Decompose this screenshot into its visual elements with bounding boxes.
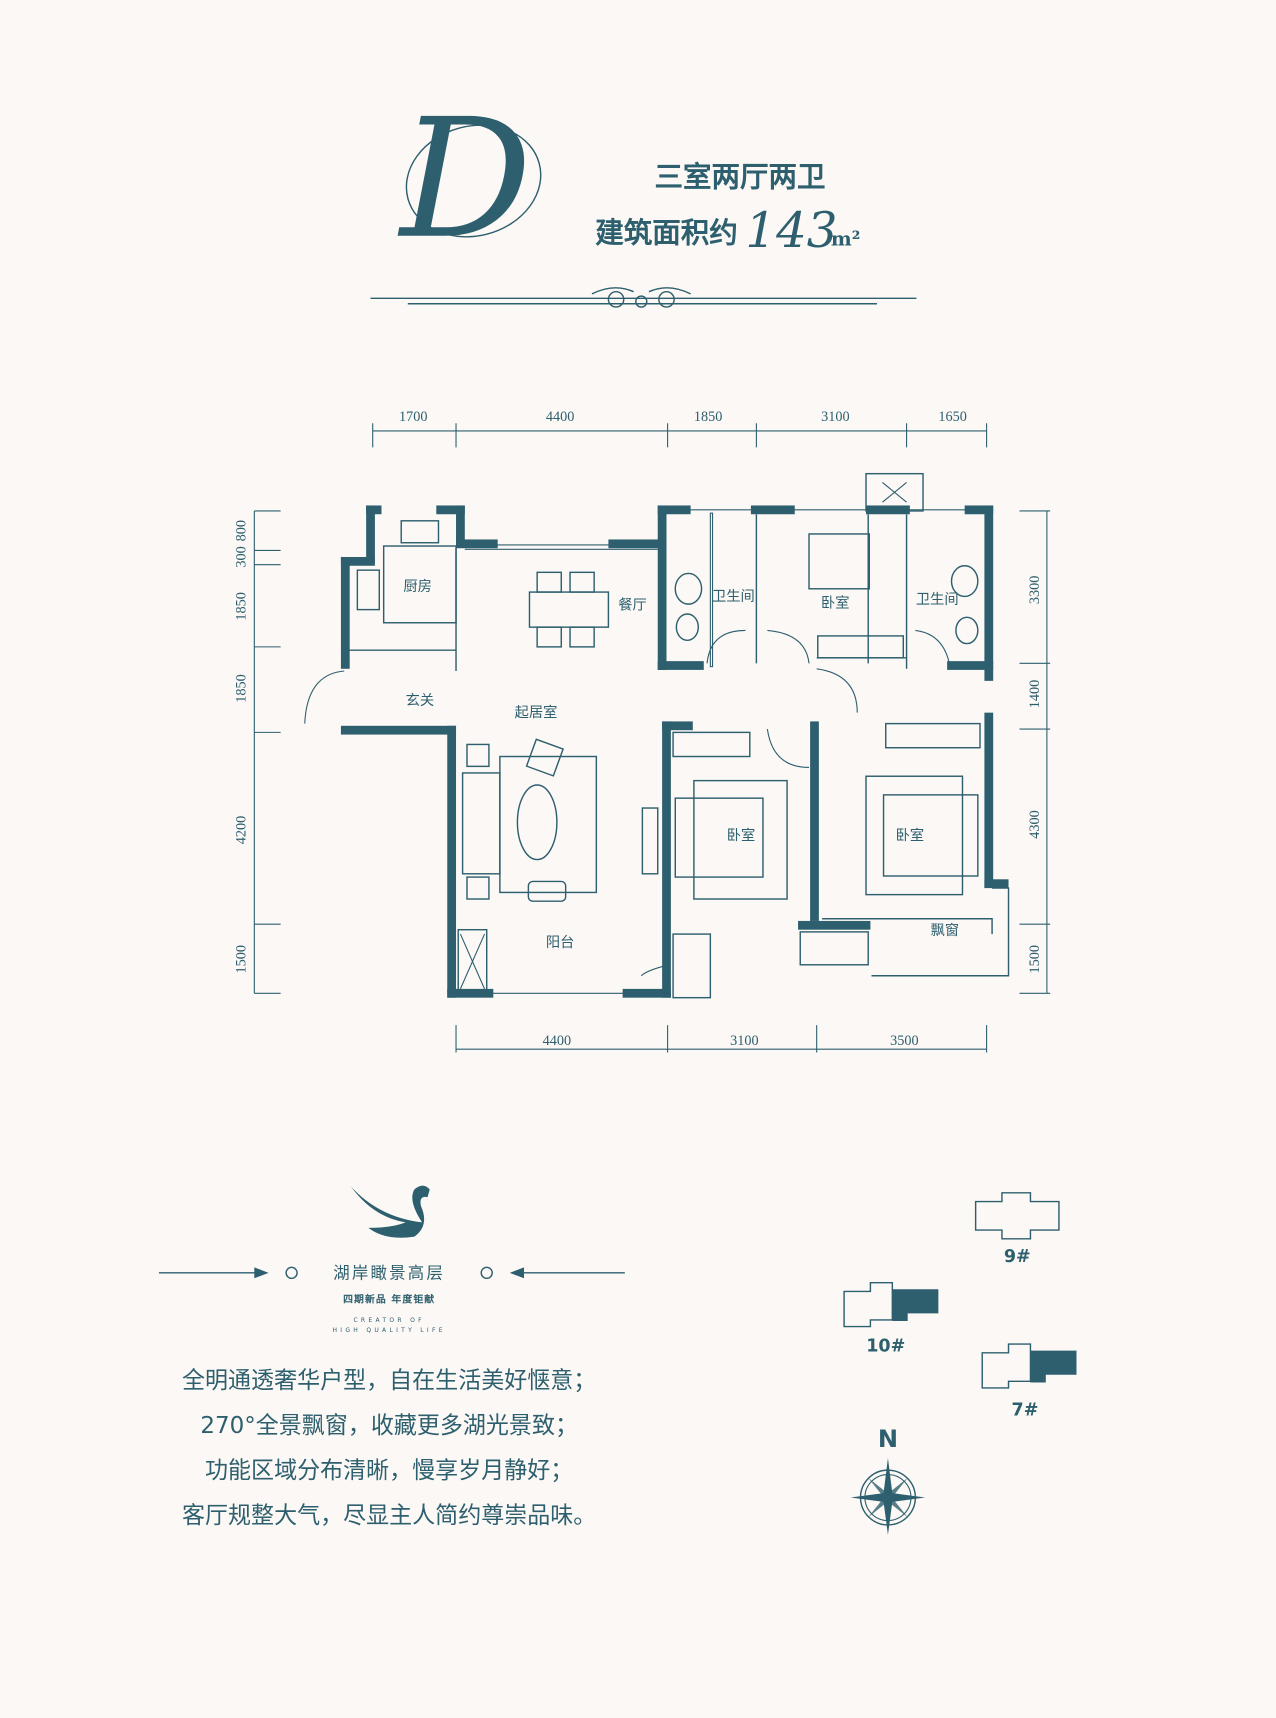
key-plan: 9# 10# 7# N — [843, 1192, 1077, 1535]
area-label: 建筑面积约 — [595, 216, 738, 249]
room-labels: 厨房 餐厅 卫生间 卧室 卫生间 玄关 起居室 卧室 卧室 阳台 飘窗 — [403, 578, 959, 951]
washbasin-icon — [675, 613, 700, 642]
header: D 三室两厅两卫 建筑面积约 143 m² — [370, 83, 917, 308]
room-bedroom1: 卧室 — [821, 594, 850, 611]
building-7: 7# — [981, 1343, 1077, 1420]
room-living: 起居室 — [515, 704, 558, 721]
room-bedroom3: 卧室 — [896, 827, 925, 844]
floor-plan: 1700 4400 1850 3100 1650 4400 3100 3500 … — [234, 409, 1051, 1053]
wardrobe — [672, 731, 751, 758]
dim-label: 800 — [234, 520, 250, 541]
building-label: 7# — [1012, 1400, 1039, 1420]
furniture — [356, 472, 981, 999]
ottoman — [527, 880, 567, 902]
dim-label: 4400 — [543, 1033, 572, 1049]
ornament-divider — [370, 287, 917, 308]
building-9: 9# — [974, 1192, 1060, 1267]
brand-tagline-2: HIGH QUALITY LIFE — [332, 1327, 445, 1334]
description: 全明通透奢华户型，自在生活美好惬意； 270°全景飘窗，收藏更多湖光景致； 功能… — [182, 1368, 596, 1529]
ac-unit — [672, 933, 712, 999]
dim-label: 4400 — [546, 409, 575, 425]
logo-letter: D — [397, 83, 532, 275]
highlighted-unit — [1030, 1350, 1077, 1383]
building-label: 10# — [866, 1337, 905, 1357]
toilet-icon — [674, 572, 703, 605]
layout-title: 三室两厅两卫 — [654, 160, 825, 193]
building-label: 9# — [1004, 1247, 1031, 1267]
description-line: 270°全景飘窗，收藏更多湖光景致； — [200, 1413, 578, 1439]
dim-label: 4200 — [234, 816, 250, 844]
logo-swirl — [405, 124, 542, 238]
dimension-right: 3300 1400 4300 1500 — [1019, 510, 1051, 994]
dim-label: 1650 — [938, 409, 967, 425]
area-unit: m² — [831, 227, 861, 251]
sofa — [461, 772, 501, 875]
kitchen-counter — [382, 545, 457, 624]
description-line: 客厅规整大气，尽显主人简约尊崇品味。 — [182, 1503, 596, 1529]
bed — [808, 533, 871, 590]
washbasin-icon — [955, 616, 979, 645]
room-bath2: 卫生间 — [916, 591, 959, 608]
dim-label: 300 — [234, 546, 250, 567]
dim-label: 1500 — [234, 945, 250, 974]
room-bedroom2: 卧室 — [727, 827, 756, 844]
coffee-table — [516, 784, 558, 861]
divider-left — [158, 1266, 298, 1280]
room-foyer: 玄关 — [406, 692, 435, 709]
description-line: 功能区域分布清晰，慢享岁月静好； — [205, 1458, 573, 1484]
compass-icon — [850, 1458, 926, 1535]
area-value: 143 — [745, 203, 837, 259]
dim-label: 1700 — [399, 409, 428, 425]
brand-tagline-1: CREATOR OF — [353, 1317, 424, 1324]
brand-name: 湖岸瞰景高层 — [333, 1263, 445, 1282]
dimension-left: 800 300 1850 1850 4200 1500 — [234, 510, 281, 994]
dim-label: 4300 — [1027, 810, 1043, 839]
bed — [882, 794, 979, 877]
room-balcony: 阳台 — [546, 934, 575, 951]
ac-unit — [865, 472, 924, 512]
building-10: 10# — [843, 1281, 939, 1357]
highlighted-unit — [892, 1289, 939, 1322]
sink-icon — [400, 520, 440, 544]
dim-label: 1850 — [234, 592, 250, 621]
tv-cabinet — [641, 807, 659, 875]
dim-label: 1850 — [234, 674, 250, 702]
ac-unit — [799, 931, 869, 966]
rug — [865, 775, 964, 896]
dimension-bottom: 4400 3100 3500 — [455, 1025, 988, 1053]
dim-label: 3100 — [821, 409, 850, 425]
dining-table — [528, 591, 610, 628]
brand-block: 湖岸瞰景高层 四期新品 年度钜献 CREATOR OF HIGH QUALITY… — [158, 1185, 625, 1334]
brand-slogan: 四期新品 年度钜献 — [343, 1292, 435, 1305]
wardrobe — [885, 722, 981, 749]
bed — [674, 797, 764, 878]
storage-cabinet — [457, 928, 488, 992]
swan-logo — [350, 1185, 430, 1238]
dim-label: 1500 — [1027, 945, 1043, 974]
dim-label: 3100 — [730, 1033, 758, 1049]
stove-icon — [356, 569, 381, 611]
room-bay-window: 飘窗 — [931, 921, 960, 939]
dim-label: 1400 — [1027, 680, 1043, 708]
wardrobe — [817, 635, 904, 659]
walls — [304, 505, 1010, 998]
room-bath1: 卫生间 — [712, 588, 755, 605]
rug — [693, 779, 788, 900]
divider-right — [480, 1266, 625, 1280]
north-label: N — [878, 1425, 898, 1453]
description-line: 全明通透奢华户型，自在生活美好惬意； — [182, 1368, 596, 1394]
dim-label: 3500 — [890, 1033, 918, 1049]
room-dining: 餐厅 — [618, 597, 647, 614]
dim-label: 1850 — [694, 409, 723, 425]
toilet-icon — [950, 565, 979, 598]
rug — [499, 755, 598, 894]
dimension-top: 1700 4400 1850 3100 1650 — [372, 409, 988, 448]
dim-label: 3300 — [1027, 576, 1043, 605]
armchair — [525, 738, 565, 777]
room-kitchen: 厨房 — [403, 578, 432, 595]
